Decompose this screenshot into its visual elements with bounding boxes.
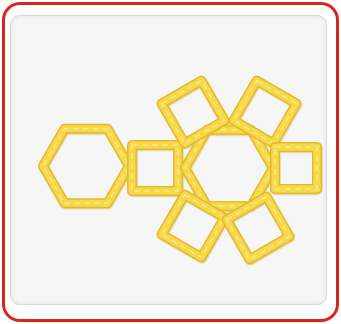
left-square-frame-edge [132, 145, 178, 191]
right-square-frame-highlight [275, 147, 317, 189]
left-hexagon-frame-face [43, 129, 129, 203]
right-square-frame-edge [275, 147, 317, 189]
right-square-frame-face [275, 147, 317, 189]
left-square-tile [132, 145, 178, 191]
left-square-frame-face [132, 145, 178, 191]
left-hexagon-tile [43, 129, 129, 203]
left-square-frame-highlight [132, 145, 178, 191]
right-square-tile [275, 147, 317, 189]
